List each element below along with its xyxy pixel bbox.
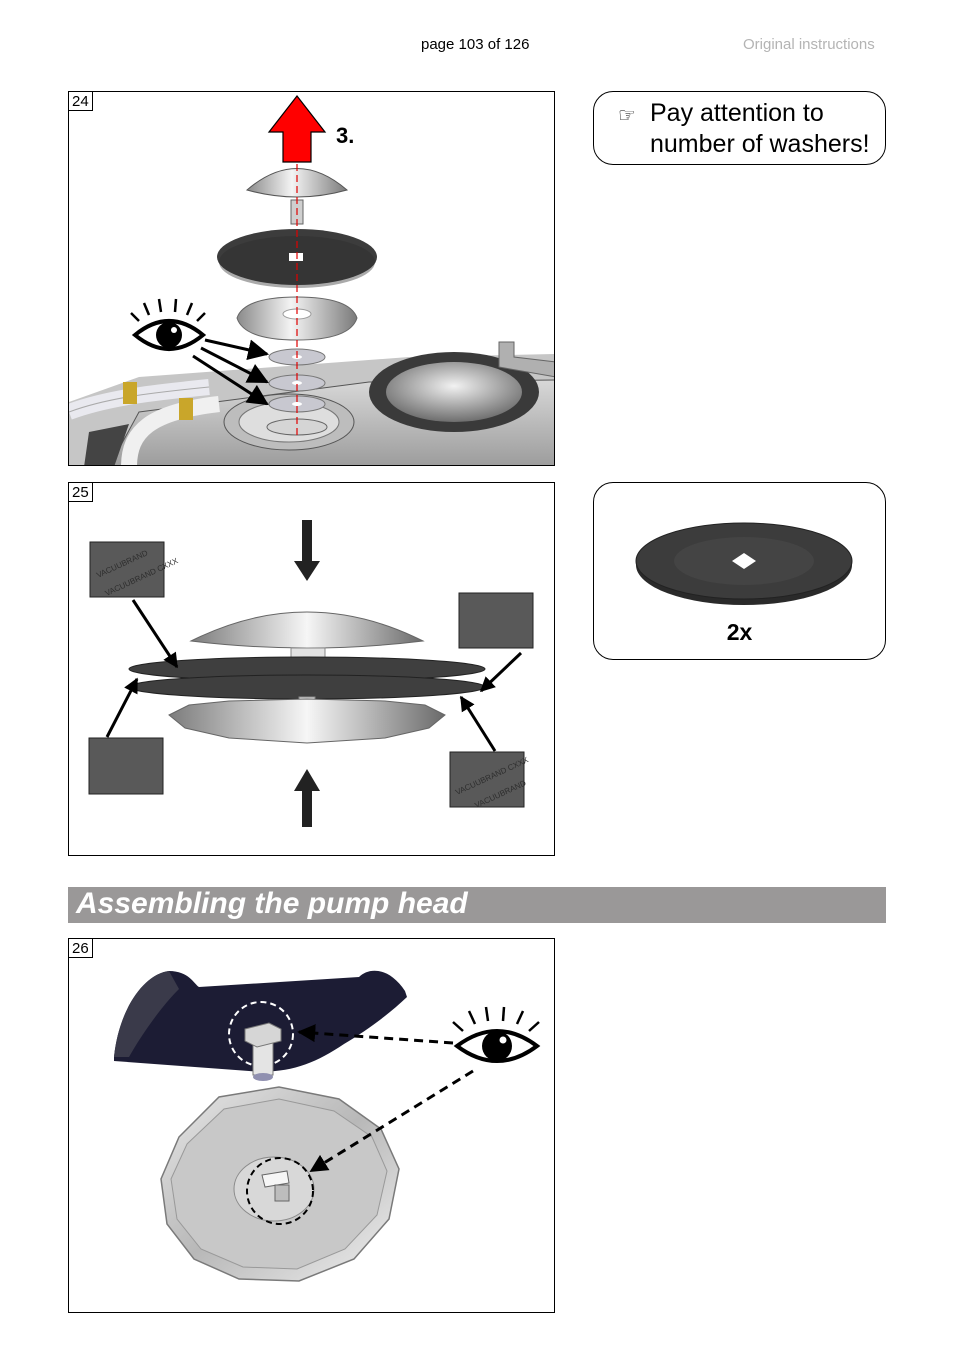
- membrane-label-lower-left: [88, 737, 164, 795]
- figure-number: 25: [69, 483, 93, 502]
- washer-illustration: [635, 522, 853, 605]
- note-text: Pay attention to number of washers!: [650, 99, 870, 158]
- washer-count: 2x: [726, 619, 753, 645]
- figure-25: 25 VACUUBRAND VACUUBRAND CXXX: [68, 482, 555, 856]
- figure-24-illustration: 3.: [69, 95, 554, 465]
- eye-icon: [452, 1006, 541, 1063]
- step-label: 3.: [336, 123, 354, 148]
- figure-26-illustration: [114, 970, 541, 1282]
- washer-note-callout: ☞ Pay attention to number of washers!: [593, 91, 886, 165]
- section-heading-bar: Assembling the pump head: [68, 887, 886, 923]
- figure-24: 24: [68, 91, 555, 466]
- eye-icon: [130, 298, 207, 351]
- pointing-hand-icon: ☞: [618, 105, 636, 127]
- membrane-label-lower-right: [449, 751, 525, 808]
- washer-count-callout: 2x: [593, 482, 886, 660]
- page-number: page 103 of 126: [421, 36, 530, 53]
- figure-number: 26: [69, 939, 93, 958]
- figure-26: 26: [68, 938, 555, 1313]
- membrane-label-upper-right: [458, 592, 534, 649]
- section-heading: Assembling the pump head: [76, 887, 468, 920]
- figure-number: 24: [69, 92, 93, 111]
- figure-25-illustration: VACUUBRAND VACUUBRAND CXXX VACUUBRAND CX…: [88, 520, 534, 827]
- document-type: Original instructions: [743, 36, 875, 53]
- membrane-label-upper-left: [89, 541, 165, 598]
